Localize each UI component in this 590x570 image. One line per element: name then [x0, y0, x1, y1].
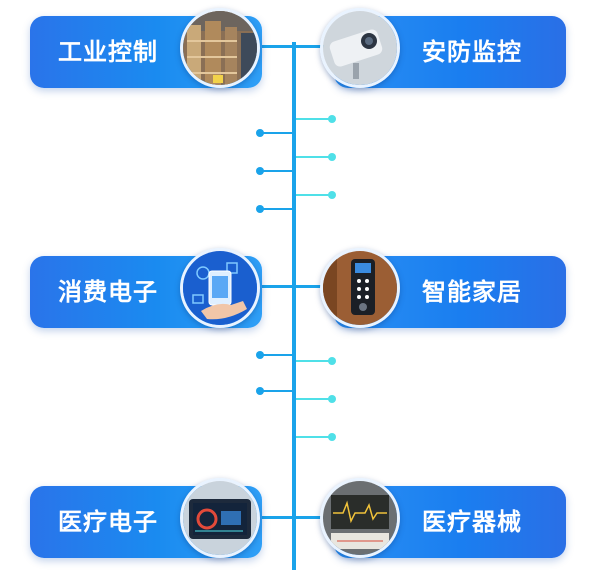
category-label: 工业控制: [58, 38, 158, 66]
branch-right: [296, 436, 332, 438]
warehouse-shelves-icon: [180, 8, 260, 88]
branch-right: [296, 398, 332, 400]
branch-dot: [256, 129, 264, 137]
branch-left: [262, 354, 292, 356]
category-label: 智能家居: [422, 278, 522, 306]
branch-left: [262, 390, 292, 392]
branch-right: [296, 118, 332, 120]
branch-dot: [328, 191, 336, 199]
category-label: 安防监控: [422, 38, 522, 66]
branch-dot: [328, 115, 336, 123]
smart-door-lock-icon: [320, 248, 400, 328]
security-camera-icon: [320, 8, 400, 88]
category-label: 消费电子: [58, 278, 158, 306]
branch-left: [262, 208, 292, 210]
branch-left: [262, 132, 292, 134]
category-label: 医疗器械: [422, 508, 522, 536]
branch-left: [262, 170, 292, 172]
branch-dot: [256, 387, 264, 395]
ecg-device-icon: [320, 478, 400, 558]
connector-right-mid: [294, 285, 334, 288]
branch-dot: [256, 205, 264, 213]
category-label: 医疗电子: [58, 508, 158, 536]
connector-left-bottom: [262, 516, 294, 519]
branch-right: [296, 156, 332, 158]
connector-right-bottom: [294, 516, 334, 519]
smartphone-hand-icon: [180, 248, 260, 328]
timeline-trunk: [292, 42, 296, 570]
branch-dot: [256, 351, 264, 359]
branch-dot: [328, 357, 336, 365]
medical-monitor-icon: [180, 478, 260, 558]
branch-dot: [328, 395, 336, 403]
branch-dot: [328, 153, 336, 161]
branch-dot: [328, 433, 336, 441]
connector-right-top: [294, 45, 336, 48]
connector-left-top: [260, 45, 294, 48]
connector-left-mid: [262, 285, 294, 288]
branch-right: [296, 194, 332, 196]
branch-right: [296, 360, 332, 362]
branch-dot: [256, 167, 264, 175]
